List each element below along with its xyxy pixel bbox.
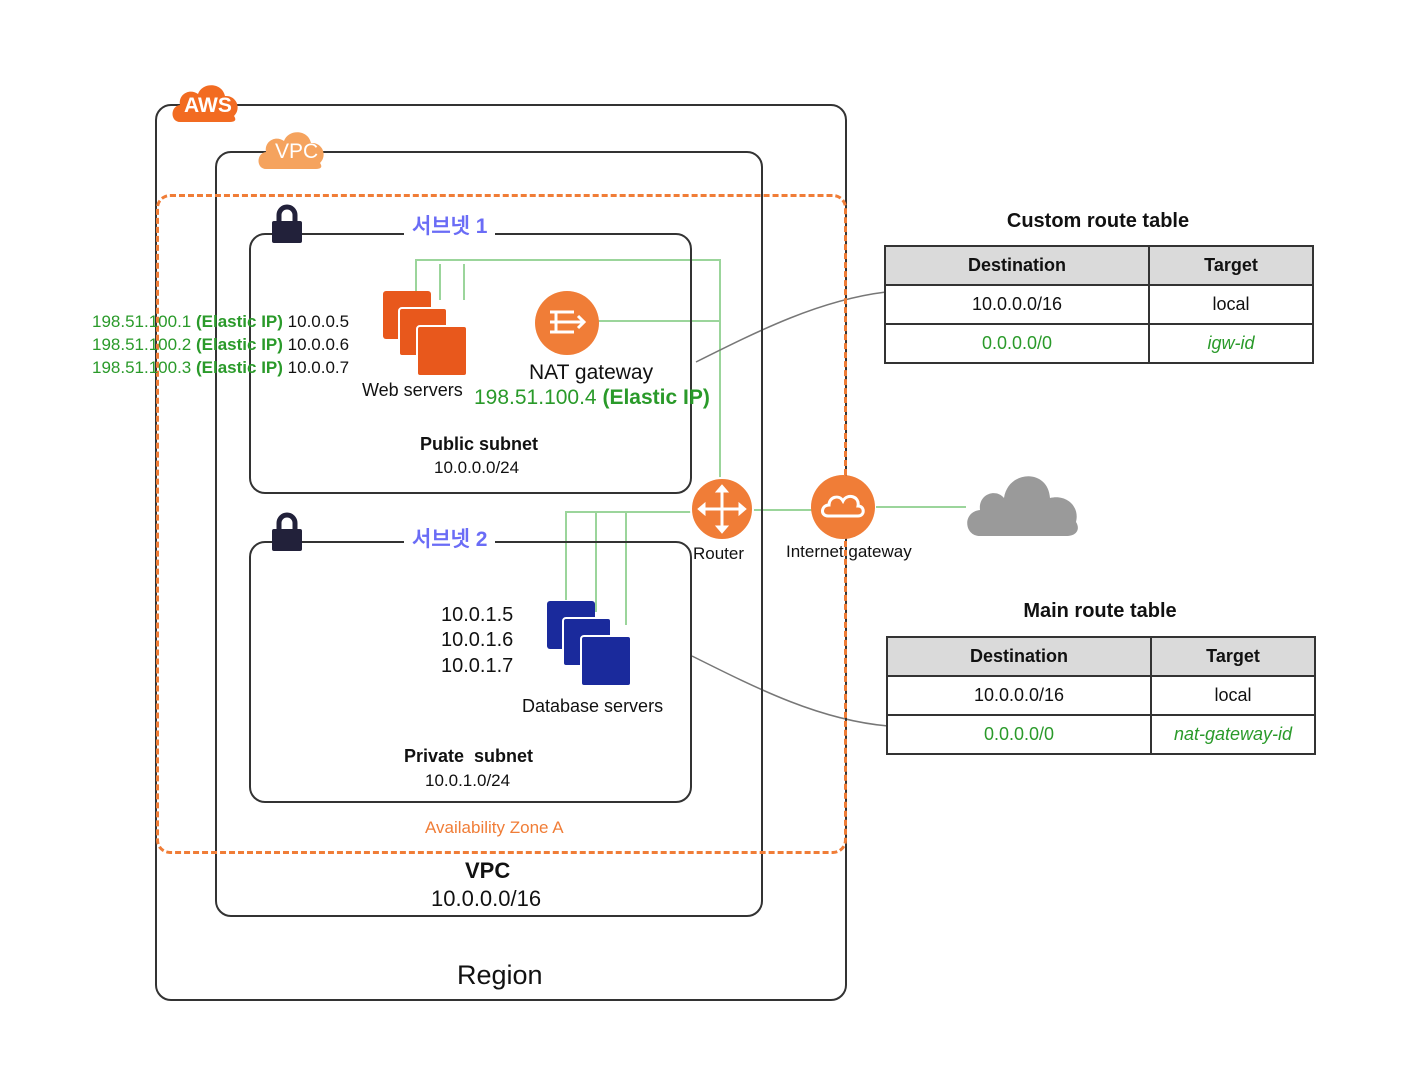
destination-cell: 10.0.0.0/16: [884, 284, 1150, 325]
main-route-table: Destination Target 10.0.0.0/16 local 0.0…: [886, 636, 1316, 755]
nat-eip: 198.51.100.4: [474, 386, 597, 409]
eip-3: 198.51.100.3: [92, 358, 192, 377]
private-ip-3: 10.0.0.7: [287, 358, 350, 377]
target-cell: local: [1148, 284, 1314, 325]
lock-icon: [272, 204, 302, 243]
target-cell: igw-id: [1148, 323, 1314, 364]
column-header-destination: Destination: [884, 245, 1150, 286]
column-header-target: Target: [1150, 636, 1316, 677]
main-route-table-title: Main route table: [1023, 600, 1177, 622]
region-label: Region: [457, 960, 543, 990]
eip-row-2: 198.51.100.2 (Elastic IP) 10.0.0.6: [92, 335, 349, 355]
private-ip-1: 10.0.0.5: [287, 312, 350, 331]
vpc-title: VPC: [465, 858, 511, 883]
subnet2-korean-label: 서브넷 2: [404, 523, 496, 553]
db-ip-2: 10.0.1.6: [441, 629, 514, 651]
internet-gateway-label: Internet gateway: [786, 542, 912, 561]
internet-cloud-icon: [967, 476, 1078, 536]
eip-1: 198.51.100.1: [92, 312, 192, 331]
column-header-target: Target: [1148, 245, 1314, 286]
public-subnet-name: Public subnet: [420, 434, 539, 454]
eip-3-suffix: (Elastic IP): [196, 358, 283, 377]
aws-badge-text: AWS: [184, 94, 232, 117]
custom-route-table-title: Custom route table: [1006, 210, 1190, 232]
column-header-destination: Destination: [886, 636, 1152, 677]
vpc-badge-text: VPC: [275, 140, 319, 163]
nat-eip-suffix: (Elastic IP): [602, 386, 710, 409]
nat-eip-row: 198.51.100.4 (Elastic IP): [474, 386, 710, 410]
table-row: 0.0.0.0/0 nat-gateway-id: [886, 714, 1316, 755]
eip-row-1: 198.51.100.1 (Elastic IP) 10.0.0.5: [92, 312, 349, 332]
eip-1-suffix: (Elastic IP): [196, 312, 283, 331]
public-subnet-cidr: 10.0.0.0/24: [434, 458, 520, 477]
nat-gateway-icon: [535, 291, 599, 355]
target-cell: local: [1150, 675, 1316, 716]
private-subnet-cidr: 10.0.1.0/24: [425, 771, 511, 790]
vpc-cidr: 10.0.0.0/16: [431, 886, 542, 911]
database-servers-icon: [547, 601, 632, 687]
router-label: Router: [693, 544, 745, 564]
lock-icon: [272, 512, 302, 551]
table-row: 10.0.0.0/16 local: [884, 284, 1314, 325]
db-ip-3: 10.0.1.7: [441, 655, 514, 677]
availability-zone-label: Availability Zone A: [425, 818, 564, 837]
eip-row-3: 198.51.100.3 (Elastic IP) 10.0.0.7: [92, 358, 349, 378]
database-servers-label: Database servers: [522, 696, 664, 716]
web-servers-label: Web servers: [362, 380, 463, 400]
destination-cell: 0.0.0.0/0: [886, 714, 1152, 755]
target-cell: nat-gateway-id: [1150, 714, 1316, 755]
vpc-box: [215, 151, 763, 917]
custom-route-table: Destination Target 10.0.0.0/16 local 0.0…: [884, 245, 1314, 364]
eip-2-suffix: (Elastic IP): [196, 335, 283, 354]
internet-gateway-icon: [811, 475, 875, 539]
eip-2: 198.51.100.2: [92, 335, 192, 354]
vpc-cloud-icon: [258, 132, 324, 169]
aws-cloud-icon: [172, 85, 238, 122]
destination-cell: 0.0.0.0/0: [884, 323, 1150, 364]
db-ip-1: 10.0.1.5: [441, 604, 514, 626]
private-ip-2: 10.0.0.6: [287, 335, 350, 354]
router-icon: [690, 477, 754, 541]
web-servers-icon: [383, 291, 468, 377]
subnet1-korean-label: 서브넷 1: [404, 210, 496, 240]
destination-cell: 10.0.0.0/16: [886, 675, 1152, 716]
nat-gateway-label: NAT gateway: [529, 361, 654, 384]
table-row: 0.0.0.0/0 igw-id: [884, 323, 1314, 364]
table-row: 10.0.0.0/16 local: [886, 675, 1316, 716]
private-subnet-name: Private subnet: [404, 746, 534, 766]
